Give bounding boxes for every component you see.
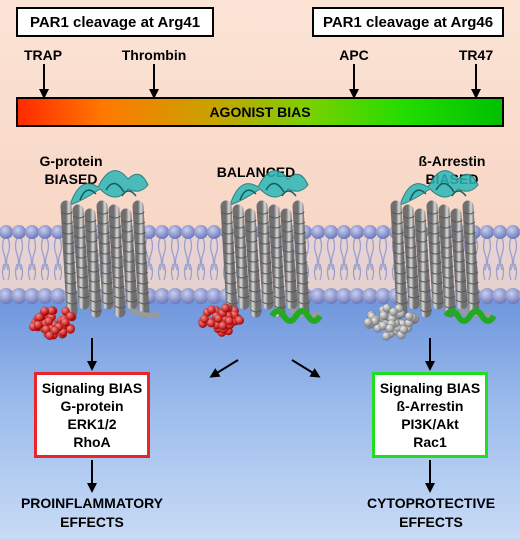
signaling-arrows — [87, 338, 435, 493]
agonist-apc: APC — [339, 47, 369, 63]
receptor-balanced — [220, 170, 321, 318]
cytoprotective-line1: CYTOPROTECTIVE — [366, 495, 496, 511]
agonist-trap: TRAP — [23, 47, 63, 63]
signaling-left-line2: G-protein — [60, 398, 124, 414]
arrestin-helix-middle — [269, 308, 323, 324]
receptor-arrestin-biased — [390, 170, 491, 318]
arg41-cleavage-box: PAR1 cleavage at Arg41 — [16, 7, 214, 37]
signaling-right-line4: Rac1 — [413, 434, 447, 450]
g-protein-cluster-left — [28, 306, 77, 341]
proinflammatory-effects-label: PROINFLAMMATORY EFFECTS — [2, 494, 182, 532]
signaling-bias-arrestin-box: Signaling BIAS ß-Arrestin PI3K/Akt Rac1 — [372, 372, 488, 458]
agonist-tr47: TR47 — [458, 47, 494, 63]
cytoprotective-line2: EFFECTS — [399, 514, 463, 530]
agonist-arrows — [39, 64, 481, 99]
g-protein-biased-label: G-protein BIASED — [26, 152, 116, 188]
signaling-left-line3: ERK1/2 — [67, 416, 117, 432]
proinflammatory-line1: PROINFLAMMATORY — [20, 495, 164, 511]
signaling-bias-g-protein-box: Signaling BIAS G-protein ERK1/2 RhoA — [34, 372, 150, 458]
signaling-right-line3: PI3K/Akt — [401, 416, 459, 432]
g-protein-biased-line1: G-protein — [39, 153, 103, 169]
arrestin-biased-line1: ß-Arrestin — [418, 153, 486, 169]
agonist-bias-label: AGONIST BIAS — [209, 104, 311, 120]
receptor-g-protein-biased — [60, 170, 161, 318]
arrestin-cluster-right — [363, 303, 420, 341]
arg46-cleavage-box: PAR1 cleavage at Arg46 — [312, 7, 504, 37]
proinflammatory-line2: EFFECTS — [60, 514, 124, 530]
agonist-thrombin: Thrombin — [121, 47, 187, 63]
signaling-left-line1: Signaling BIAS — [41, 380, 143, 396]
arrestin-helix-right — [443, 308, 497, 324]
g-protein-cluster-middle — [198, 303, 245, 337]
signaling-left-line4: RhoA — [73, 434, 111, 450]
cytoprotective-effects-label: CYTOPROTECTIVE EFFECTS — [346, 494, 516, 532]
agonist-bias-bar: AGONIST BIAS — [16, 97, 504, 127]
signaling-right-line2: ß-Arrestin — [396, 398, 464, 414]
g-protein-biased-line2: BIASED — [44, 171, 98, 187]
signaling-right-line1: Signaling BIAS — [379, 380, 481, 396]
